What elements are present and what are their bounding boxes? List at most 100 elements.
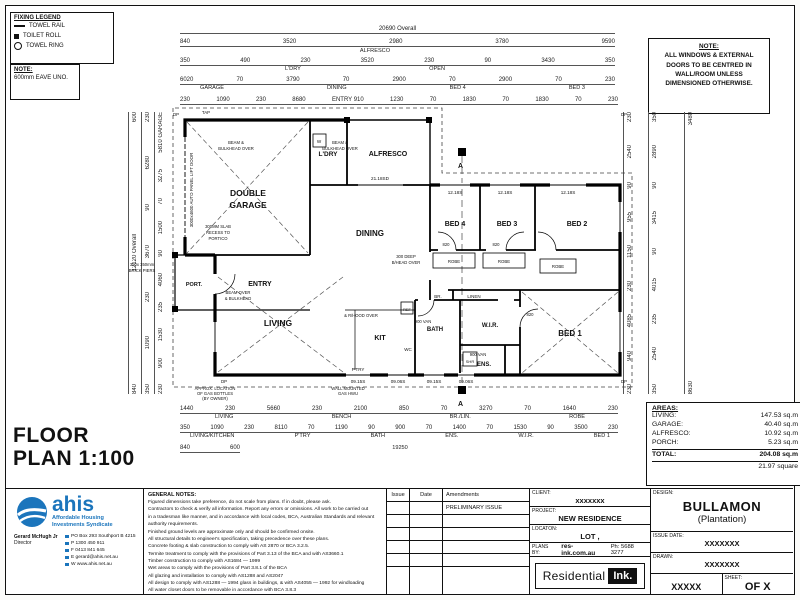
room-label-robe: ROBE [448, 259, 460, 264]
window-note-body: ALL WINDOWS & EXTERNAL DOORS TO BE CENTR… [664, 52, 754, 88]
legend-label: TOWEL RING [26, 43, 64, 49]
ahis-contacts-entry: E gerard@ahis.net.au [65, 555, 136, 562]
dim-top-r4-entry: 1830 [535, 97, 549, 103]
annotation-door-820: 820 [493, 242, 501, 247]
plan-heading-line2: PLAN 1:100 [13, 447, 135, 471]
room-label-kit: KIT [374, 335, 386, 342]
date-col-header: Date [410, 489, 443, 501]
wall-main-ext [213, 183, 622, 377]
general-notes-lines-entry: Contractors to check & verify all inform… [148, 507, 369, 513]
annotation-door-820: 820 [443, 242, 451, 247]
ahis-contacts-entry: F 0413 841 645 [65, 548, 136, 555]
dim-bot-r2-entry: 90 [547, 425, 554, 431]
ahis-logo-row: ahis Affordable Housing Investments Synd… [6, 489, 143, 531]
ahis-block: ahis Affordable Housing Investments Synd… [6, 489, 144, 594]
plans-by-phone: Ph: 5688 3277 [610, 543, 634, 556]
dim-top-r1-entry: 2980 [389, 39, 403, 45]
annotation-beam: BULKHEAD OVER [218, 146, 254, 151]
ahis-contacts-entry: W www.ahis.net.au [65, 562, 136, 569]
areas-value: 40.40 sq.m [764, 421, 798, 428]
general-notes-lines-entry: All glazing and installation to comply w… [148, 573, 284, 579]
project-label: PROJECT: [532, 508, 557, 514]
dim-bot-r1-entry: 70 [524, 406, 531, 412]
fixing-legend-title: FIXING LEGEND [14, 15, 61, 21]
amendment-cell: PRELIMINARY ISSUE [446, 505, 503, 511]
general-notes-lines-entry: Wet areas to comply with the provisions … [148, 566, 288, 572]
dim-top-r4-entry: 230 [180, 97, 191, 103]
legend-label: TOILET ROLL [23, 33, 62, 39]
dim-top-r2-entry: 3430 [541, 58, 555, 64]
towel-rail-icon [14, 25, 25, 27]
annotation-door-820: 820 [527, 312, 535, 317]
annotation-bulkhead: B/HEAD OVER [392, 260, 421, 265]
annotation-tap: TAP [202, 110, 210, 115]
annotation-beam: BULKHEAD OVER [322, 146, 358, 151]
design-cell: DESIGN: BULLAMON (Plantation) [651, 489, 793, 532]
sheet-of-value: OF X [744, 581, 771, 593]
general-notes-title: GENERAL NOTES: [148, 492, 197, 498]
dim-bot-r1-entry: 850 [398, 406, 409, 412]
dim-top-r4-entry: 70 [574, 97, 582, 103]
annotation-vanity: 900 VAN [470, 352, 486, 357]
issue-row [387, 515, 529, 528]
annotation-hwu: GAS HWU [338, 391, 358, 396]
room-label-br: BR. [434, 294, 442, 299]
issue-date-value: XXXXXXX [704, 539, 740, 548]
room-label-robe: ROBE [498, 259, 510, 264]
annotation-hwu: WALL MOUNTED [331, 386, 364, 391]
dim-top-r3-entry: 2900 [498, 77, 513, 83]
issue-date-label: ISSUE DATE: [653, 533, 684, 539]
annotation-slab-recess: RECESS TO [206, 230, 231, 235]
annotation-window: 09.06S [459, 379, 474, 384]
project-cell: PROJECT: NEW RESIDENCE [530, 507, 650, 525]
annotation-window: 12.18S [561, 190, 576, 195]
project-value: NEW RESIDENCE [558, 514, 622, 523]
brick-pier [172, 252, 178, 258]
areas-value: 147.53 sq.m [760, 412, 798, 419]
room-label-alfresco: ALFRESCO [369, 151, 408, 158]
dim-bot-overall: 19250 [250, 444, 550, 453]
dim-top-r2-entry: 230 [424, 58, 435, 64]
client-cell: CLIENT: xxxxxxx [530, 489, 650, 507]
dim-top-r3-labels-entry: BED 4 [449, 85, 466, 92]
dim-top-r2-labels-entry: OPEN [429, 66, 445, 73]
room-label-linen: LINEN [467, 294, 480, 299]
floor-plan-drawing: A A DOUBLE GARAGE L'DRY ALFRESCO DINING … [129, 107, 633, 408]
dim-bot-r1-entry: 70 [440, 406, 448, 412]
dim-top-r1-entry: 3520 [282, 39, 297, 45]
ceiling-diagonals [186, 121, 619, 374]
dim-top-r2-entry: 90 [484, 58, 492, 64]
dim-top-r3-entry: 230 [604, 77, 615, 83]
annotation-gas-bottles: APPROX. LOCATION [195, 386, 236, 391]
general-notes-lines-entry: All design to comply with AS1288 — 1994 … [148, 581, 365, 587]
annotation-bulkhead: 300 DEEP [396, 254, 416, 259]
dim-top-r3-entry: 70 [448, 77, 456, 83]
brick-pier [172, 306, 178, 312]
residential-ink-logo: Residential Ink. [530, 557, 650, 594]
drawn-value: XXXXXXX [704, 560, 740, 569]
eave-note: NOTE: 600mm EAVE UNO. [10, 64, 80, 100]
dim-top-r1-entry: 9590 [601, 39, 615, 45]
dim-top-r2-entry: 230 [300, 58, 311, 64]
ahis-tagline-1: Affordable Housing [52, 514, 104, 521]
issue-date-cell: ISSUE DATE: XXXXXXX [651, 532, 793, 553]
annotation-window: 09.06S [391, 379, 406, 384]
general-notes-lines-entry: Finished ground levels are approximate o… [148, 529, 315, 535]
areas-table: AREAS: LIVING:147.53 sq.m GARAGE:40.40 s… [646, 402, 800, 486]
client-value: xxxxxxx [575, 496, 605, 505]
dim-bot-r2-entry: 900 [395, 425, 406, 431]
room-label-garage-1: DOUBLE [230, 188, 266, 198]
dim-top-r4-entry: 70 [429, 97, 437, 103]
dim-bot-r1-labels-entry: BR./LIN. [449, 414, 471, 421]
general-notes-lines: Figured dimensions take preference, do n… [148, 499, 382, 595]
room-label-bed2: BED 2 [567, 221, 588, 228]
sheet-row: XXXXX SHEET: OF X [651, 574, 793, 594]
ahis-brand-col: ahis Affordable Housing Investments Synd… [52, 494, 113, 529]
dim-bot-r2-entry: 350 [180, 425, 191, 431]
dim-top-overall: 20690 Overall [180, 24, 615, 34]
